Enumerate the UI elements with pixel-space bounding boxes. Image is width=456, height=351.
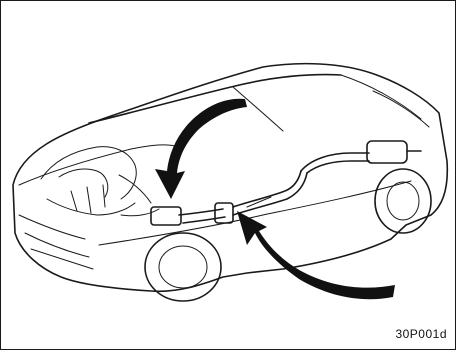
rear-wheel xyxy=(375,169,431,233)
figure-code: 30P001d xyxy=(395,327,447,341)
front-wheel xyxy=(145,233,221,301)
lower-arrow xyxy=(237,211,395,299)
upper-arrow xyxy=(155,99,247,199)
car-body xyxy=(13,64,447,292)
